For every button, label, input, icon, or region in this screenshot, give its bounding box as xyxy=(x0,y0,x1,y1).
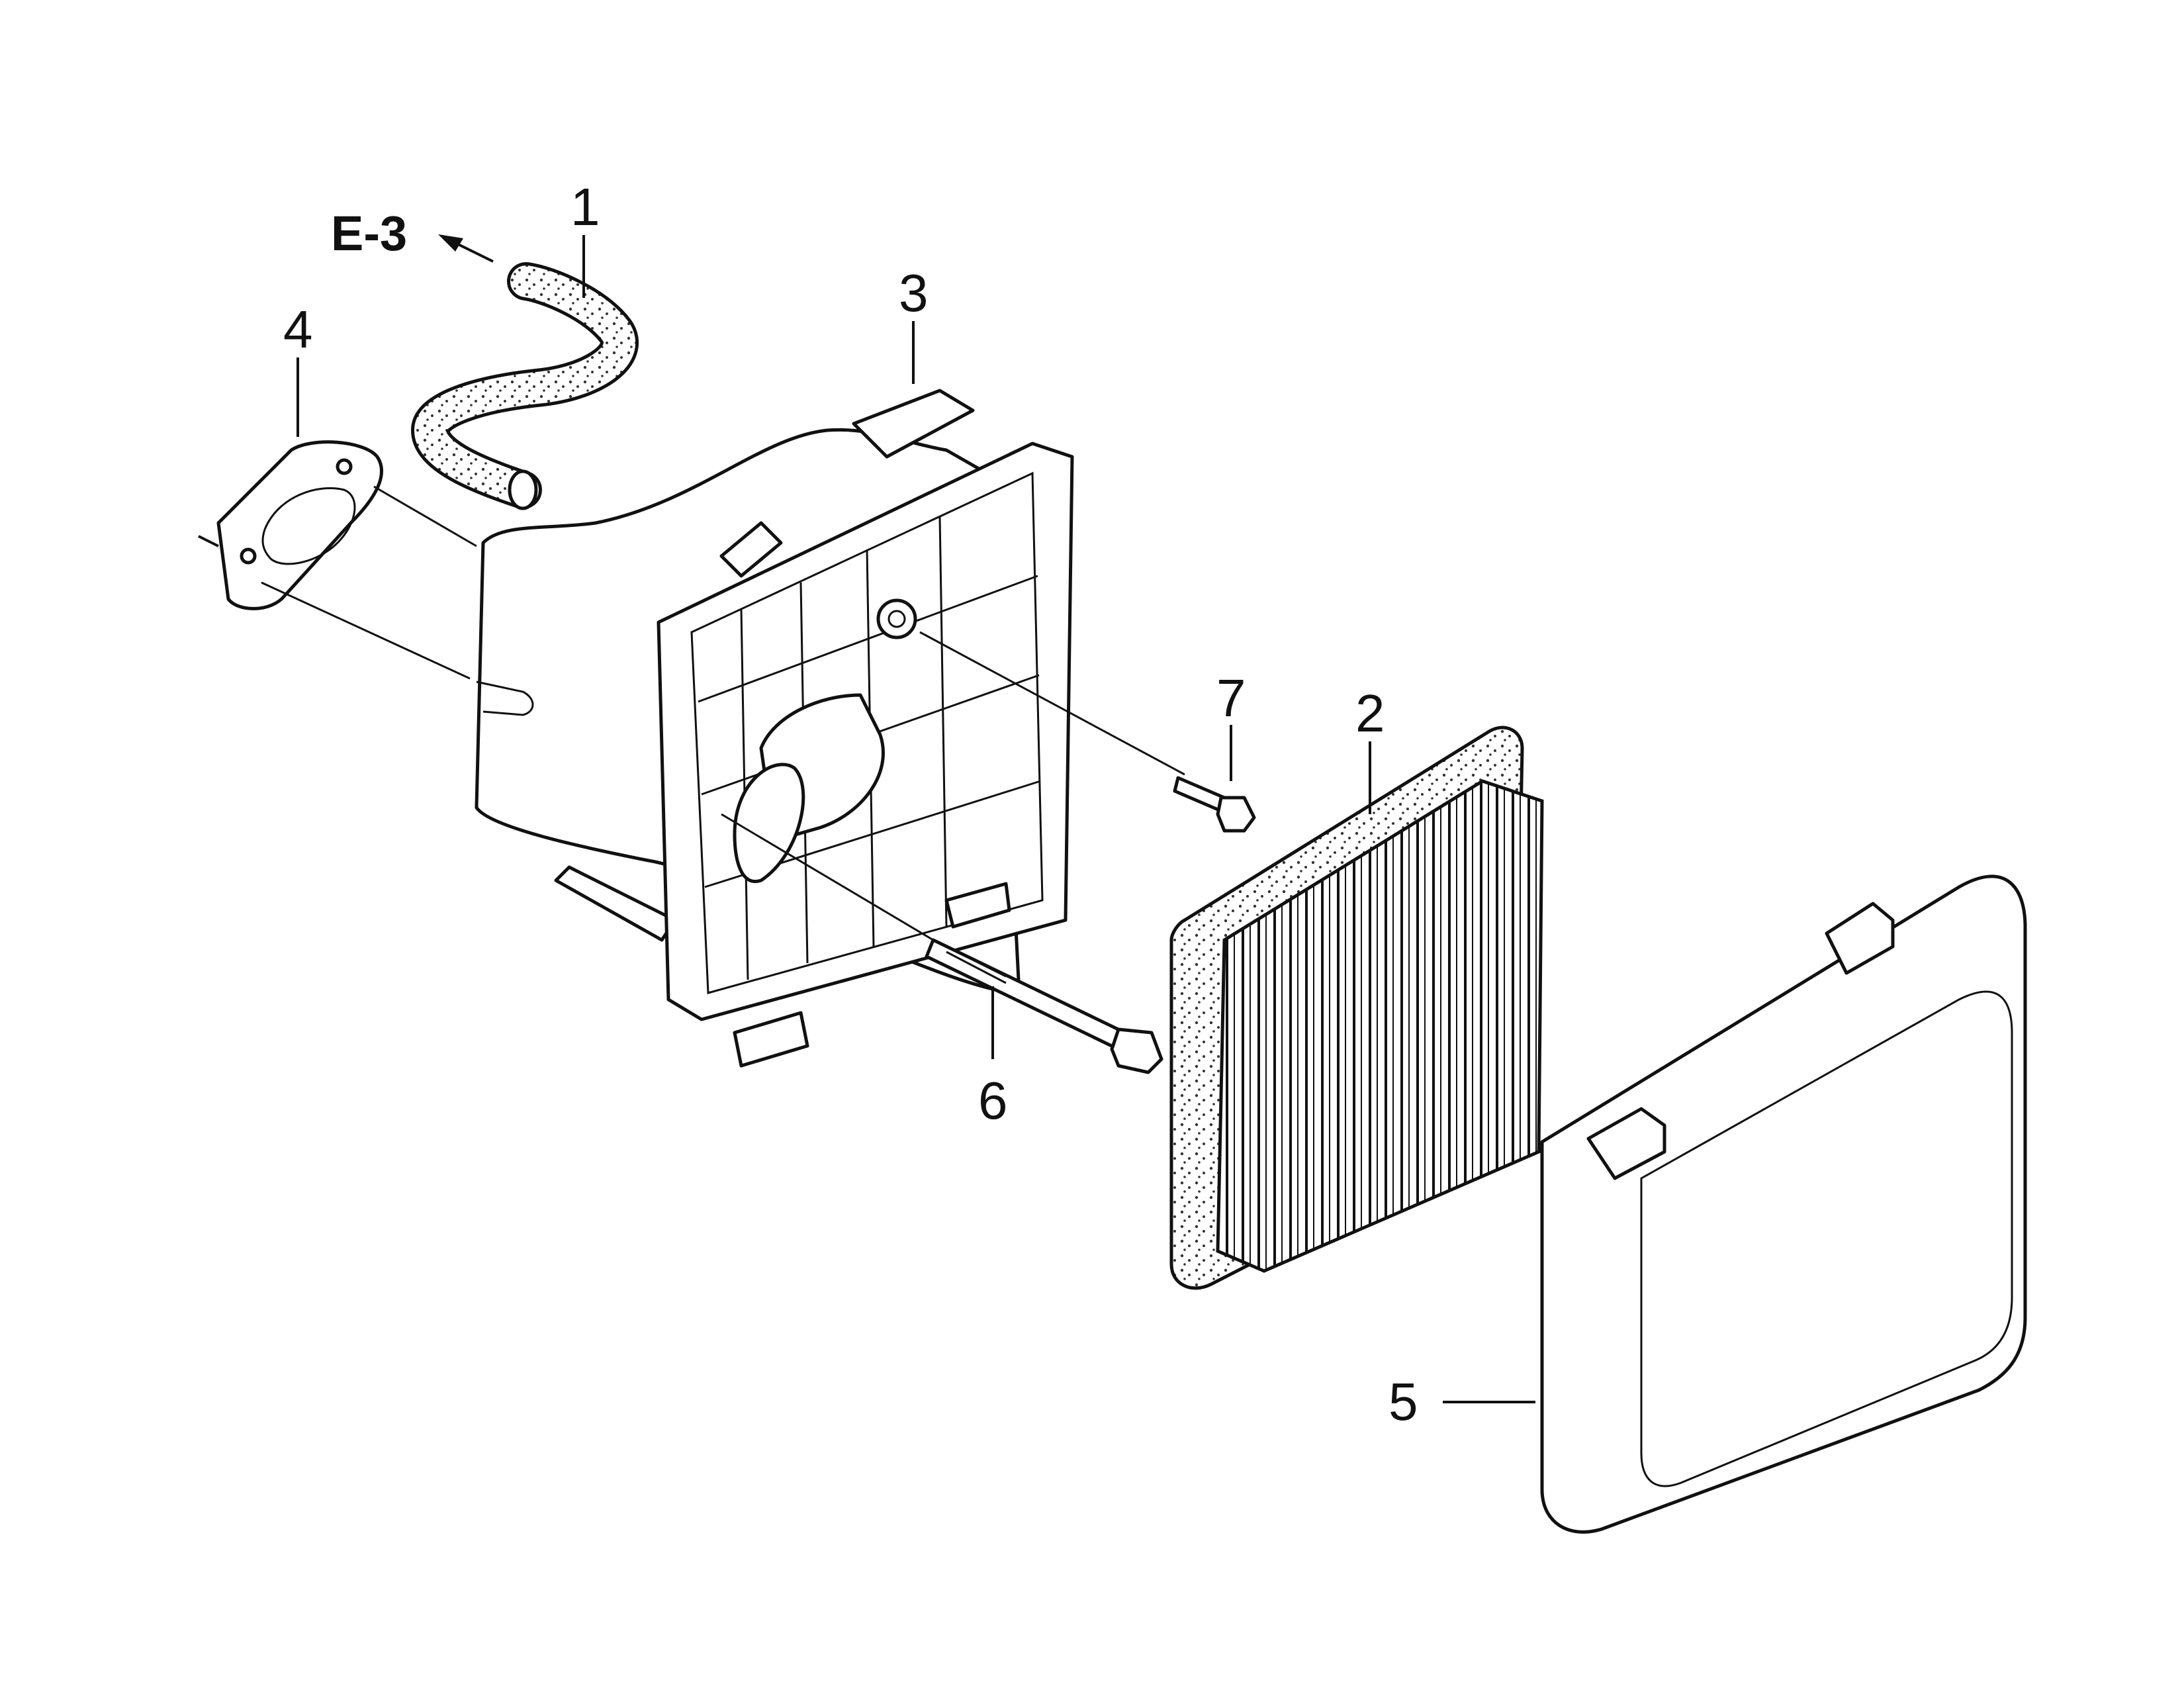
part-1-breather-tube: 1 xyxy=(410,177,639,510)
callout-6: 6 xyxy=(978,1071,1008,1130)
callout-1: 1 xyxy=(570,177,600,236)
reference-arrowhead xyxy=(438,234,463,252)
callout-3: 3 xyxy=(899,263,929,322)
callout-4: 4 xyxy=(283,300,313,359)
part-3-air-cleaner-case: 3 xyxy=(475,263,1074,1068)
callout-2: 2 xyxy=(1355,684,1385,743)
reference-label: E-3 xyxy=(331,206,407,261)
part-5-cover: 5 xyxy=(1388,874,2027,1534)
reference-e3: E-3 xyxy=(331,206,494,263)
part-7-bolt: 7 xyxy=(919,631,1256,833)
part-6-stud-bolt: 6 xyxy=(721,813,1163,1130)
callout-5: 5 xyxy=(1388,1372,1418,1431)
part-2-filter-element: 2 xyxy=(1169,684,1544,1290)
part-4-gasket: 4 xyxy=(198,300,477,680)
callout-7: 7 xyxy=(1216,669,1246,727)
